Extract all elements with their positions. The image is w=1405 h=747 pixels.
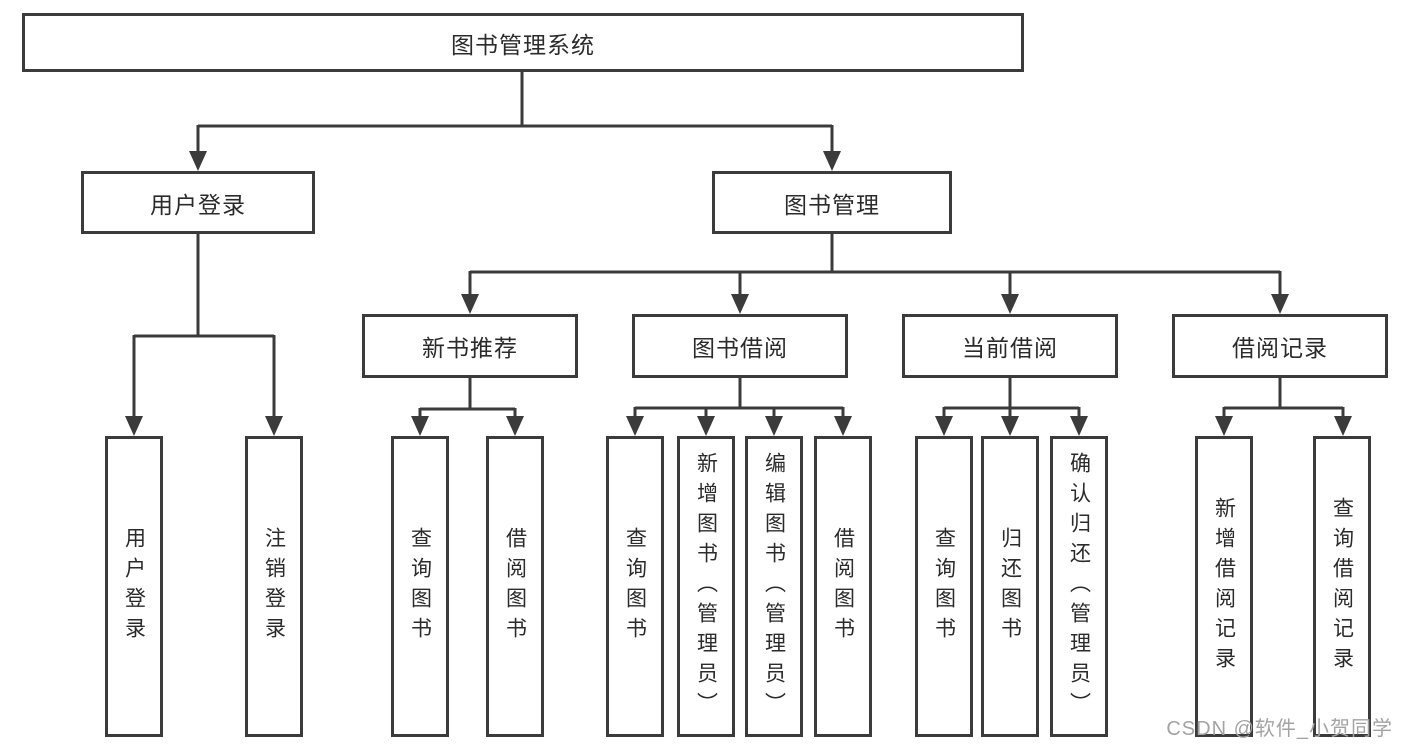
leaf-recommend-borrow-books: 借阅图书 (486, 436, 544, 737)
node-label-user-login: 用户登录 (150, 191, 246, 218)
csdn-watermark: CSDN @软件_小贺同学 (1166, 718, 1393, 740)
node-label-new-book-recommendation: 新书推荐 (422, 335, 518, 361)
node-label-book-management: 图书管理 (784, 191, 880, 218)
leaf-current-query-books: 查询图书 (915, 436, 973, 737)
leaf-label-recommend-query-books: 查询图书 (408, 526, 432, 647)
leaf-label-borrowing-add-books-admin: 新增图书（管理员） (694, 451, 718, 722)
node-user-login: 用户登录 (81, 171, 315, 234)
leaf-borrowing-add-books-admin: 新增图书（管理员） (677, 436, 735, 737)
leaf-recommend-query-books: 查询图书 (391, 436, 449, 737)
leaf-borrowing-edit-books-admin: 编辑图书（管理员） (745, 436, 803, 737)
leaf-label-borrowing-edit-books-admin: 编辑图书（管理员） (762, 451, 786, 722)
node-book-borrowing: 图书借阅 (632, 314, 848, 378)
node-library-management-system: 图书管理系统 (22, 13, 1024, 72)
arrowhead-icons (125, 151, 1352, 436)
leaf-user-login: 用户登录 (105, 436, 163, 737)
node-new-book-recommendation: 新书推荐 (362, 314, 578, 378)
leaf-borrowing-borrow-books: 借阅图书 (814, 436, 872, 737)
leaf-current-confirm-return-admin: 确认归还（管理员） (1050, 436, 1108, 737)
node-book-management: 图书管理 (712, 171, 952, 234)
node-label-current-borrowing: 当前借阅 (962, 335, 1058, 361)
leaf-label-logout: 注销登录 (262, 526, 286, 647)
leaf-label-current-confirm-return-admin: 确认归还（管理员） (1067, 451, 1091, 722)
leaf-records-add-record: 新增借阅记录 (1195, 436, 1253, 737)
leaf-logout: 注销登录 (245, 436, 303, 737)
leaf-label-records-query-record: 查询借阅记录 (1330, 496, 1354, 677)
leaf-current-return-books: 归还图书 (981, 436, 1039, 737)
leaf-label-current-query-books: 查询图书 (932, 526, 956, 647)
node-label-borrowing-records: 借阅记录 (1232, 335, 1328, 361)
node-borrowing-records: 借阅记录 (1172, 314, 1388, 378)
node-label-root: 图书管理系统 (451, 31, 595, 58)
leaf-label-borrowing-borrow-books: 借阅图书 (831, 526, 855, 647)
leaf-label-borrowing-query-books: 查询图书 (623, 526, 647, 647)
leaf-label-user-login: 用户登录 (122, 526, 146, 647)
leaf-label-records-add-record: 新增借阅记录 (1212, 496, 1236, 677)
leaf-borrowing-query-books: 查询图书 (606, 436, 664, 737)
leaf-label-current-return-books: 归还图书 (998, 526, 1022, 647)
node-current-borrowing: 当前借阅 (902, 314, 1118, 378)
leaf-records-query-record: 查询借阅记录 (1313, 436, 1371, 737)
node-label-book-borrowing: 图书借阅 (692, 335, 788, 361)
leaf-label-recommend-borrow-books: 借阅图书 (503, 526, 527, 647)
